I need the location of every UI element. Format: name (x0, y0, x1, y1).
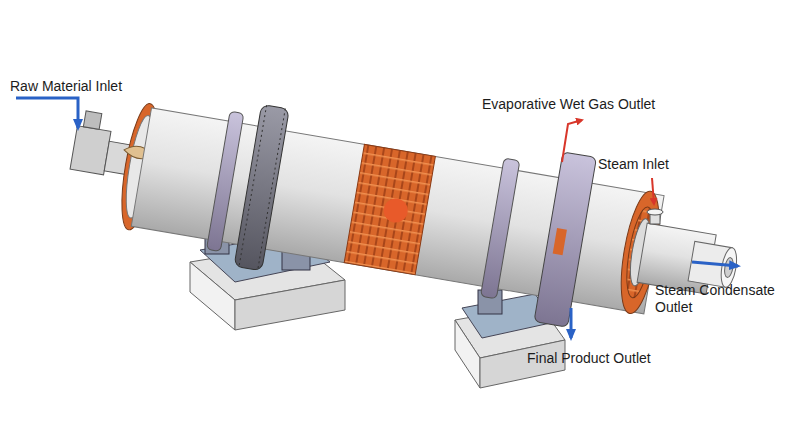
callout-label: Raw Material Inlet (10, 78, 122, 95)
steam-arrow (652, 178, 654, 204)
gas-arrow (562, 120, 582, 162)
inlet-arrow (16, 98, 78, 128)
callout-label: Steam Inlet (598, 156, 669, 173)
rotary-drum (58, 71, 750, 354)
steam-nozzle-top (647, 209, 663, 215)
callout-label: Final Product Outlet (527, 350, 651, 367)
callout-label: Evaporative Wet Gas Outlet (482, 96, 655, 113)
product-arrow (570, 308, 573, 338)
condensate-arrow (692, 262, 738, 266)
callout-label: Steam Condensate Outlet (655, 282, 787, 316)
